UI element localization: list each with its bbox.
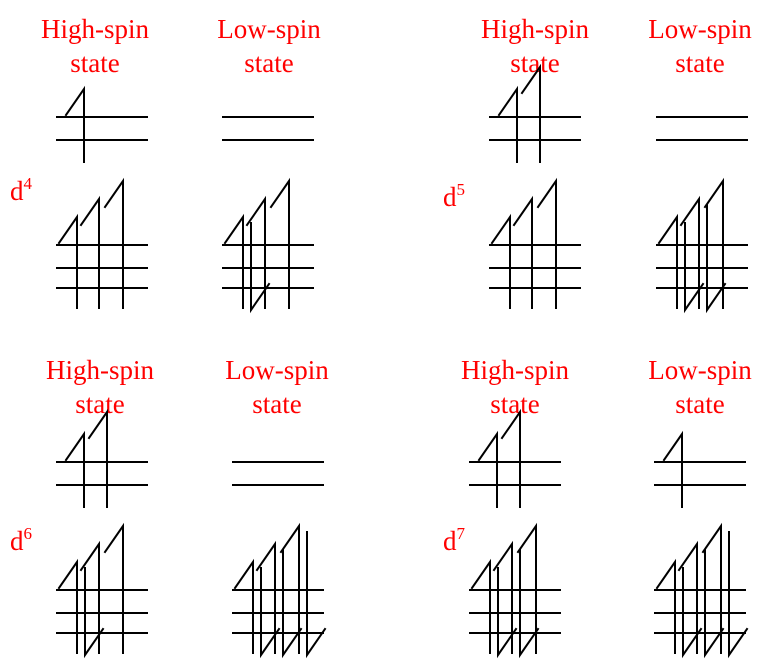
d7-low-spin-t2g-electron-up-arrow — [677, 540, 698, 654]
d6-high-spin-t2g-electron-up-arrow — [57, 558, 78, 654]
d4-config-superscript: 4 — [23, 174, 33, 193]
d5-low-spin-title: Low-spin state — [648, 12, 752, 80]
d7-low-spin-title-line2: state — [675, 389, 725, 419]
d6-high-spin-t2g-electron-up-arrow — [103, 522, 124, 654]
d7-high-spin-eg-electron-up-arrow — [477, 430, 498, 508]
d6-config-base: d — [10, 526, 24, 556]
d5-configuration-label: d5 — [443, 180, 466, 212]
d4-high-spin-eg-electron-up-arrow — [64, 85, 85, 163]
d6-high-spin-title-line2: state — [75, 389, 125, 419]
d5-low-spin-t2g-electron-up-arrow — [679, 195, 700, 309]
d5-config-base: d — [443, 182, 457, 212]
d6-low-spin-t2g-electron-down-arrow — [260, 567, 281, 659]
d7-low-spin-title-line1: Low-spin — [648, 355, 752, 385]
d7-high-spin-t2g-electron-up-arrow — [492, 540, 513, 654]
d7-low-spin-t2g-electron-down-arrow — [682, 567, 703, 659]
d4-low-spin-t2g-electron-up-arrow — [245, 195, 266, 309]
d7-low-spin-t2g-electron-up-arrow — [655, 558, 676, 654]
d4-low-spin-t2g-electron-up-arrow — [223, 213, 244, 309]
d4-config-base: d — [10, 176, 24, 206]
d4-high-spin-t2g-electron-up-arrow — [79, 195, 100, 309]
d4-low-spin-t2g-electron-up-arrow — [269, 177, 290, 309]
d6-low-spin-t2g-electron-up-arrow — [279, 522, 300, 654]
d5-high-spin-title: High-spin state — [481, 12, 589, 80]
d5-high-spin-t2g-electron-up-arrow — [490, 213, 511, 309]
d4-low-spin-title-line2: state — [244, 48, 294, 78]
d6-low-spin-t2g-electron-up-arrow — [255, 540, 276, 654]
d6-low-spin-title-line1: Low-spin — [225, 355, 329, 385]
d7-high-spin-t2g-electron-up-arrow — [470, 558, 491, 654]
d7-config-superscript: 7 — [456, 524, 466, 543]
d6-low-spin-title-line2: state — [252, 389, 302, 419]
d7-low-spin-title: Low-spin state — [648, 353, 752, 421]
d5-low-spin-t2g-electron-up-arrow — [657, 213, 678, 309]
d5-low-spin-title-line1: Low-spin — [648, 14, 752, 44]
d6-high-spin-title: High-spin state — [46, 353, 154, 421]
d6-high-spin-t2g-electron-down-arrow — [84, 567, 105, 659]
d4-high-spin-t2g-electron-up-arrow — [57, 213, 78, 309]
d5-low-spin-t2g-electron-down-arrow — [706, 204, 727, 314]
d5-low-spin-t2g-electron-down-arrow — [684, 222, 705, 314]
d6-high-spin-t2g-electron-up-arrow — [79, 540, 100, 654]
d5-high-spin-title-line1: High-spin — [481, 14, 589, 44]
d6-high-spin-eg-electron-up-arrow — [64, 430, 85, 508]
d5-config-superscript: 5 — [456, 180, 466, 199]
d5-high-spin-eg-electron-up-arrow — [520, 63, 541, 163]
d6-low-spin-t2g-electron-down-arrow — [282, 549, 303, 659]
d6-low-spin-title: Low-spin state — [225, 353, 329, 421]
d7-configuration-label: d7 — [443, 524, 466, 556]
d4-configuration-label: d4 — [10, 174, 33, 206]
d7-high-spin-title: High-spin state — [461, 353, 569, 421]
d4-high-spin-title-line1: High-spin — [41, 14, 149, 44]
d6-high-spin-title-line1: High-spin — [46, 355, 154, 385]
d5-high-spin-t2g-electron-up-arrow — [512, 195, 533, 309]
d7-config-base: d — [443, 526, 457, 556]
d6-high-spin-eg-electron-up-arrow — [87, 408, 108, 508]
d4-low-spin-title: Low-spin state — [217, 12, 321, 80]
d7-low-spin-t2g-electron-down-arrow — [704, 549, 725, 659]
d6-configuration-label: d6 — [10, 524, 33, 556]
d5-low-spin-t2g-electron-up-arrow — [703, 177, 724, 309]
d5-high-spin-eg-electron-up-arrow — [497, 85, 518, 163]
d7-low-spin-eg-electron-up-arrow — [662, 430, 683, 508]
d7-high-spin-t2g-electron-up-arrow — [516, 522, 537, 654]
d6-low-spin-t2g-electron-up-arrow — [233, 558, 254, 654]
d4-high-spin-title: High-spin state — [41, 12, 149, 80]
d7-high-spin-title-line2: state — [490, 389, 540, 419]
d4-low-spin-title-line1: Low-spin — [217, 14, 321, 44]
d4-high-spin-t2g-electron-up-arrow — [103, 177, 124, 309]
d7-low-spin-t2g-electron-up-arrow — [701, 522, 722, 654]
d7-high-spin-title-line1: High-spin — [461, 355, 569, 385]
d5-low-spin-title-line2: state — [675, 48, 725, 78]
d7-high-spin-eg-electron-up-arrow — [500, 408, 521, 508]
d5-high-spin-t2g-electron-up-arrow — [536, 177, 557, 309]
d6-low-spin-t2g-electron-down-arrow — [306, 531, 327, 659]
d7-high-spin-t2g-electron-down-arrow — [519, 549, 540, 659]
d6-config-superscript: 6 — [23, 524, 33, 543]
d7-high-spin-t2g-electron-down-arrow — [497, 567, 518, 659]
d4-low-spin-t2g-electron-down-arrow — [250, 222, 271, 314]
d4-high-spin-title-line2: state — [70, 48, 120, 78]
d7-low-spin-t2g-electron-down-arrow — [728, 531, 749, 659]
